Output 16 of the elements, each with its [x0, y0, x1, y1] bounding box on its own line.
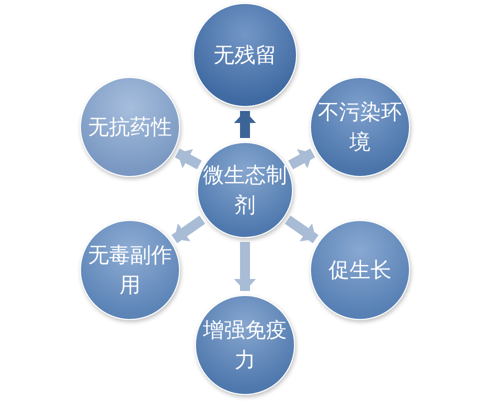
node-label: 促生长 — [328, 257, 392, 284]
node-label: 无抗药性 — [87, 114, 173, 141]
block-arrow — [174, 148, 202, 170]
block-arrow — [234, 242, 256, 291]
node-label: 微生态制剂 — [202, 162, 288, 219]
block-arrow — [171, 216, 206, 244]
node-label: 增强免疫力 — [202, 317, 288, 374]
node-label: 不污染环境 — [317, 99, 403, 156]
node-label: 无残留 — [212, 42, 278, 69]
circle-node — [310, 77, 410, 177]
block-arrow — [234, 111, 256, 138]
block-arrow — [284, 216, 319, 244]
block-arrow — [288, 148, 316, 170]
circle-node — [197, 142, 293, 238]
node-label: 无毒副作用 — [87, 242, 173, 299]
circle-node — [310, 220, 410, 320]
